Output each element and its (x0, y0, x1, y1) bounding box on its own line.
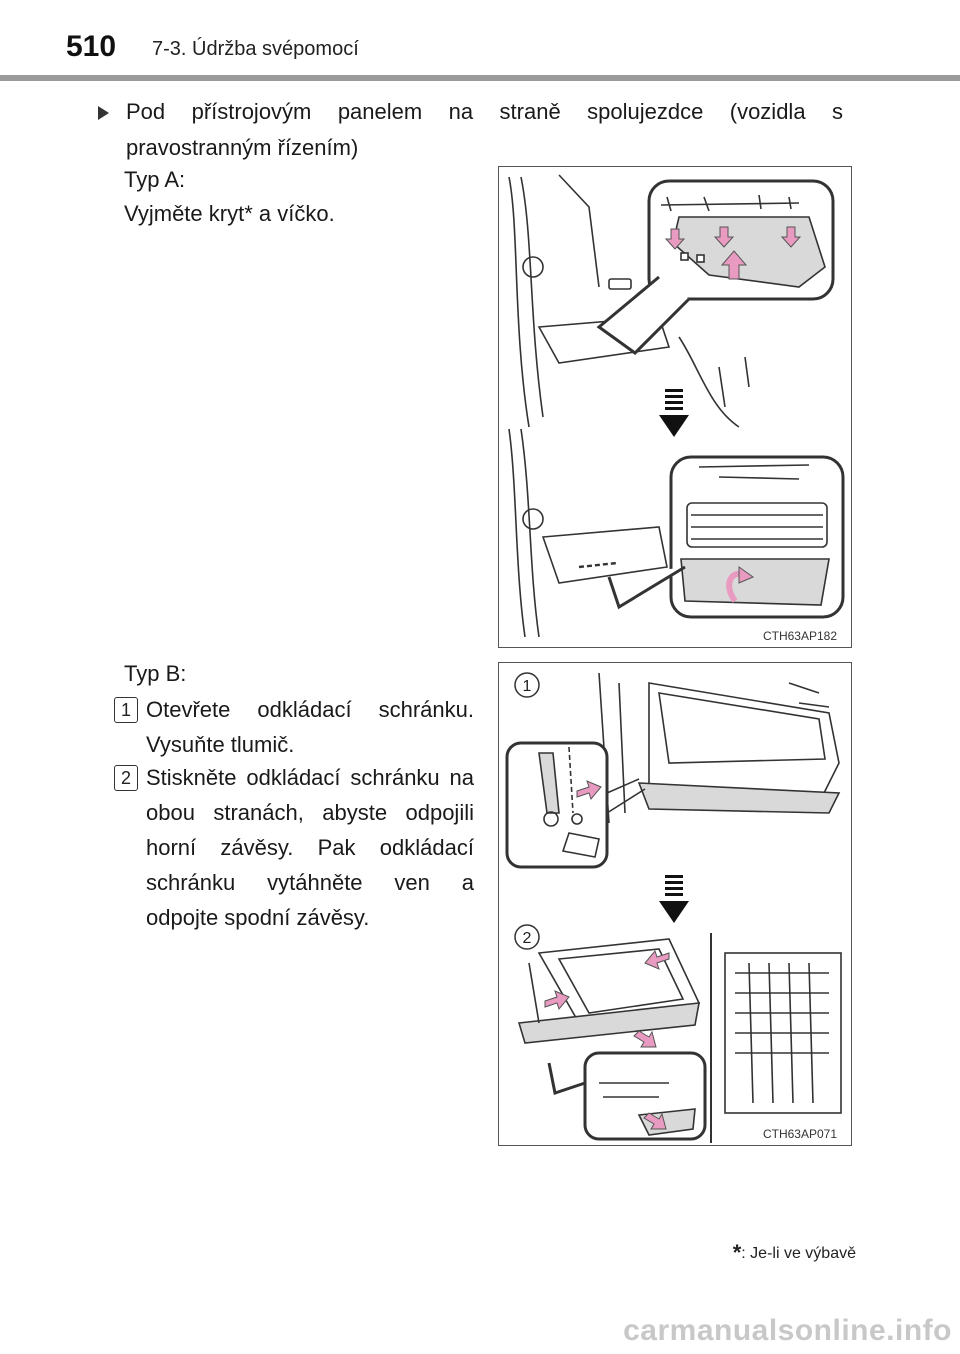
bullet-item: Pod přístrojovým panelem na straně spolu… (98, 94, 843, 166)
footnote: *: Je-li ve výbavě (733, 1240, 856, 1266)
step-2: 2 Stiskněte odkládací schránku na obou s… (114, 760, 474, 935)
figure-type-b: 1 2 (498, 662, 852, 1146)
page-number: 510 (66, 30, 117, 63)
step-1-number: 1 (114, 697, 138, 723)
step-1: 1 Otevřete odkládací schránku. Vysuňte t… (114, 692, 474, 762)
step-2-number: 2 (114, 765, 138, 791)
bullet-arrow-icon (98, 106, 109, 120)
step-1-text: Otevřete odkládací schránku. Vysuňte tlu… (146, 697, 474, 757)
figure-b-code: CTH63AP071 (760, 1127, 839, 1141)
step-2-text: Stiskněte odkládací schránku na obou str… (146, 765, 474, 930)
figure-b-step-label-1: 1 (514, 672, 540, 698)
figure-type-b-illustration: 1 2 (505, 672, 842, 1143)
figure-type-a-illustration (508, 174, 845, 638)
type-a-label: Typ A: (124, 167, 186, 192)
svg-text:2: 2 (523, 930, 532, 947)
svg-text:1: 1 (523, 678, 532, 695)
watermark: carmanualsonline.info (623, 1314, 952, 1347)
bullet-text: Pod přístrojovým panelem na straně spolu… (126, 99, 843, 160)
type-b-label: Typ B: (124, 661, 187, 686)
header-rule (0, 75, 960, 81)
section-title: 7-3. Údržba svépomocí (152, 38, 359, 60)
footnote-marker: * (732, 1240, 742, 1265)
figure-b-step-label-2: 2 (514, 924, 540, 950)
figure-a-code: CTH63AP182 (760, 629, 839, 643)
footnote-text: : Je-li ve výbavě (741, 1245, 856, 1262)
figure-type-a: CTH63AP182 (498, 166, 852, 648)
type-a-instruction: Vyjměte kryt* a víčko. (124, 201, 335, 226)
